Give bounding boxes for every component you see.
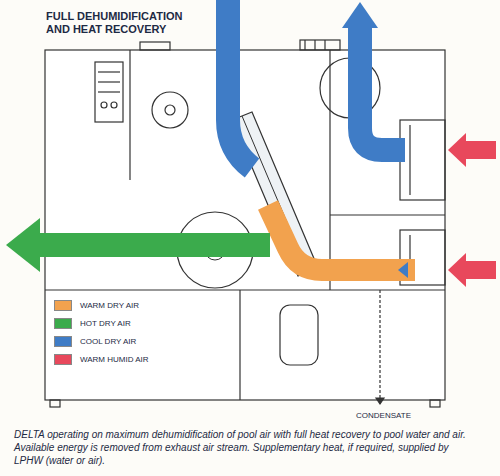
legend-text: HOT DRY AIR [80,319,131,328]
legend-item: WARM DRY AIR [54,300,139,311]
legend-item: WARM HUMID AIR [54,354,149,365]
air-arrows [6,0,496,287]
legend-text: WARM DRY AIR [80,301,139,310]
legend-item: HOT DRY AIR [54,318,131,329]
legend-swatch [54,300,72,311]
legend-swatch [54,354,72,365]
legend-swatch [54,318,72,329]
figure-caption: DELTA operating on maximum dehumidificat… [14,428,466,467]
part-label: CONDENSATE [356,411,411,420]
legend-text: COOL DRY AIR [80,337,136,346]
legend-item: COOL DRY AIR [54,336,136,347]
diagram-title: FULL DEHUMIDIFICATION AND HEAT RECOVERY [46,10,208,36]
housing [45,40,445,407]
legend-text: WARM HUMID AIR [80,355,149,364]
legend-swatch [54,336,72,347]
